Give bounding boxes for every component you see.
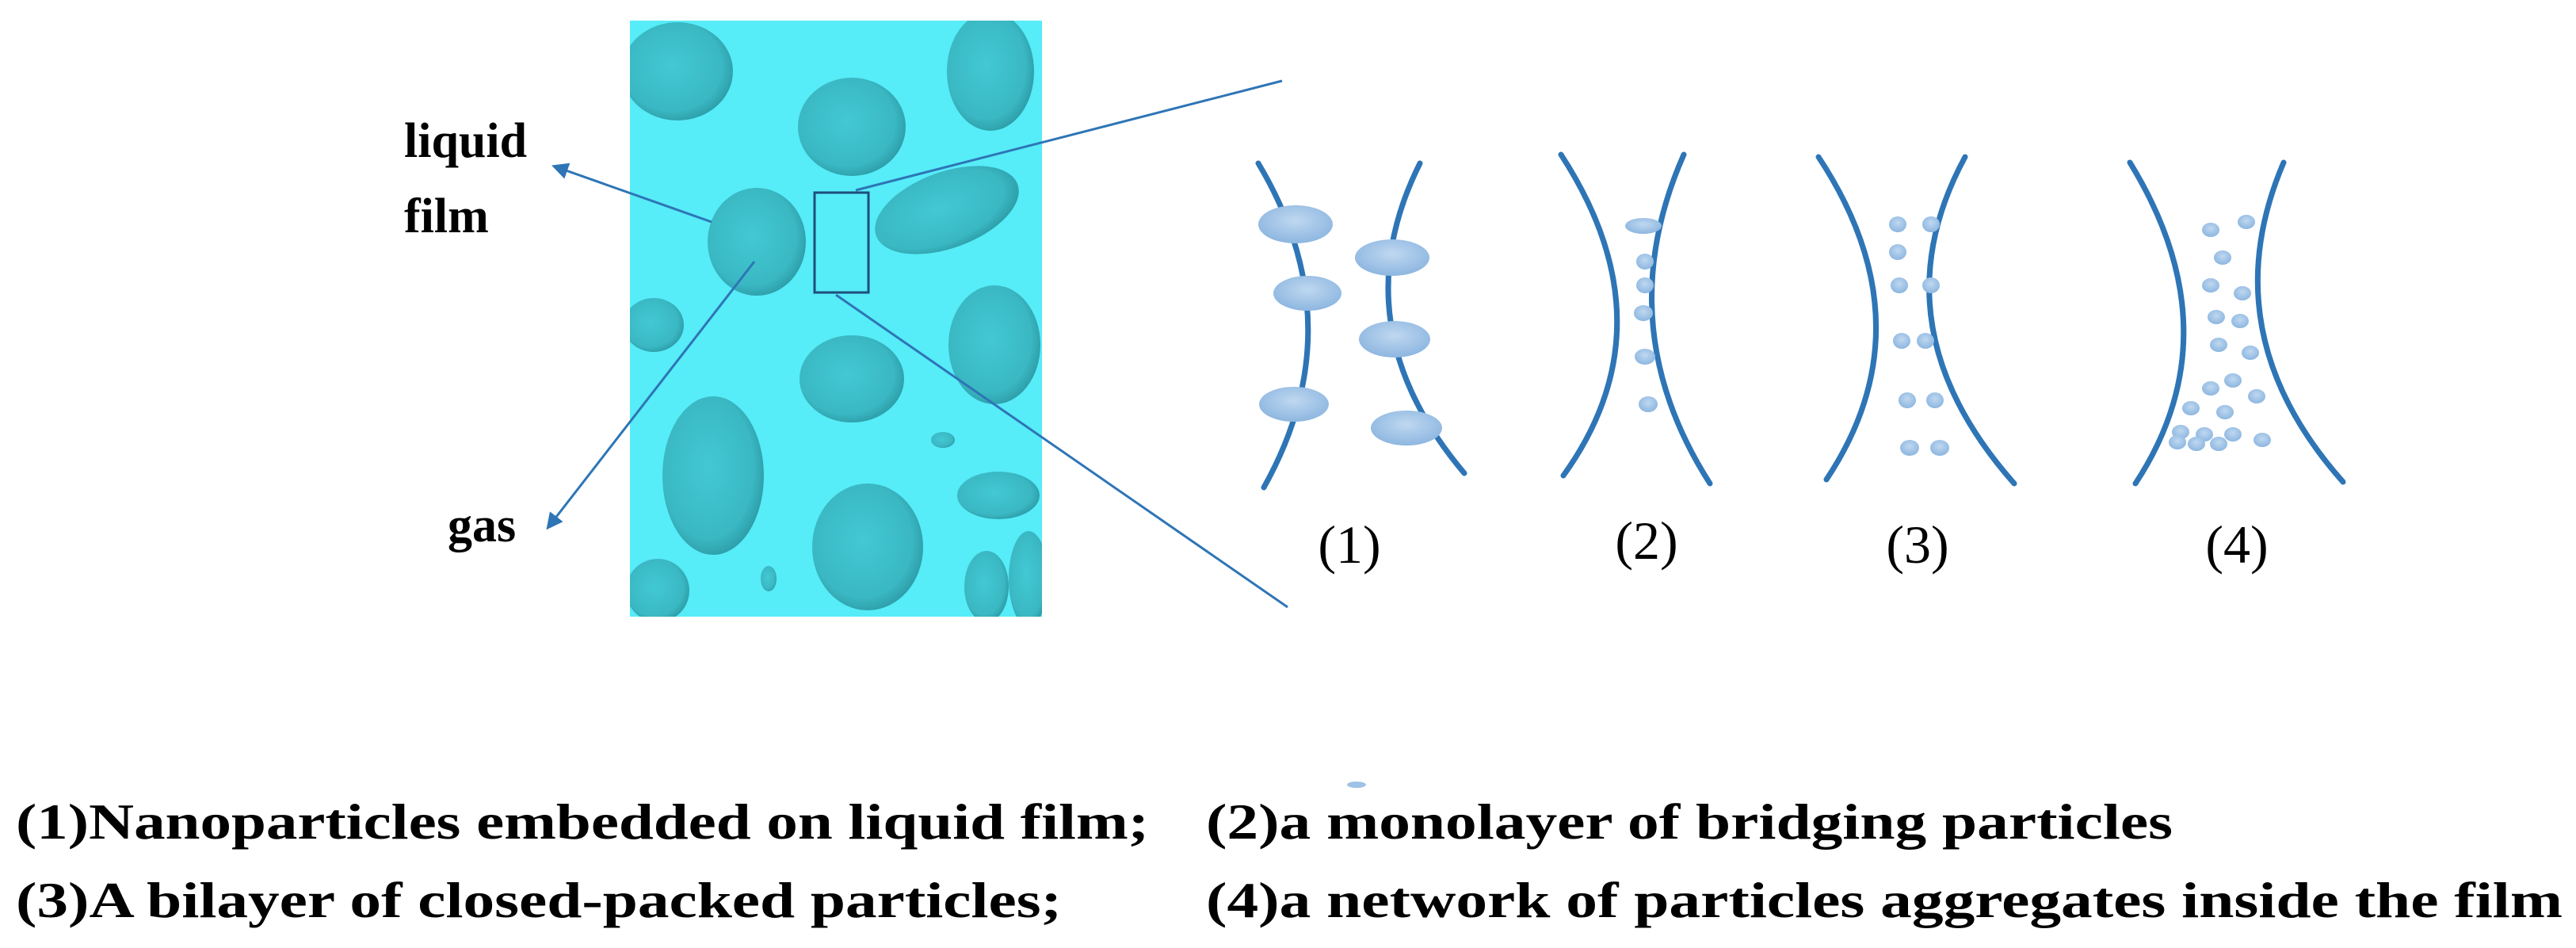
particle bbox=[1635, 349, 1655, 365]
particle bbox=[2208, 310, 2225, 324]
gas-bubbles bbox=[630, 21, 1042, 617]
particle bbox=[1893, 333, 1910, 349]
nanoparticle bbox=[1259, 387, 1329, 422]
particle bbox=[1922, 216, 1940, 232]
particle bbox=[2202, 381, 2219, 396]
particle bbox=[2234, 286, 2251, 300]
particle bbox=[1917, 333, 1934, 349]
particle bbox=[1639, 396, 1658, 412]
particle bbox=[2210, 437, 2227, 451]
liquid-film-label-line2: film bbox=[404, 189, 489, 243]
film-wall-right bbox=[1926, 154, 2017, 487]
nanoparticle bbox=[1273, 276, 1341, 311]
film-wall-right bbox=[1649, 151, 1713, 487]
gas-label: gas bbox=[448, 499, 516, 552]
particle bbox=[2210, 338, 2227, 352]
nanoparticle bbox=[1355, 239, 1429, 276]
panel-1: (1) bbox=[1255, 160, 1467, 575]
particle bbox=[1636, 254, 1654, 269]
film-wall-left bbox=[1558, 151, 1620, 479]
particle bbox=[1926, 392, 1944, 408]
caption-item-4: (4)a network of particles aggregates ins… bbox=[1206, 872, 2563, 928]
nanoparticle bbox=[1258, 205, 1333, 243]
zoom-box bbox=[813, 191, 870, 294]
particle bbox=[2188, 437, 2205, 451]
particle bbox=[2242, 346, 2259, 360]
particle bbox=[1634, 305, 1653, 321]
particle bbox=[2248, 389, 2265, 403]
film-wall-left bbox=[2127, 159, 2187, 487]
nanoparticle bbox=[1371, 411, 1442, 445]
particle bbox=[2202, 278, 2219, 292]
caption-item-3: (3)A bilayer of closed-packed particles; bbox=[16, 872, 1062, 928]
liquid-film-label-line1: liquid bbox=[404, 114, 527, 168]
nanoparticle bbox=[1359, 321, 1430, 357]
panel-label: (4) bbox=[2205, 514, 2268, 575]
particle bbox=[2214, 250, 2231, 265]
particle bbox=[1636, 277, 1654, 293]
caption-item-1: (1)Nanoparticles embedded on liquid film… bbox=[16, 793, 1149, 850]
particle bbox=[2224, 373, 2242, 388]
stray-mark bbox=[1347, 782, 1366, 788]
particle bbox=[1891, 277, 1908, 293]
particle bbox=[1889, 244, 1906, 260]
panel-2: (2) bbox=[1558, 151, 1713, 571]
panel-label: (2) bbox=[1615, 510, 1677, 571]
film-wall-right bbox=[2254, 159, 2346, 485]
liquid-film-arrow bbox=[551, 162, 712, 224]
particle bbox=[1930, 440, 1949, 456]
particle bbox=[2182, 401, 2200, 415]
caption: (1)Nanoparticles embedded on liquid film… bbox=[16, 793, 2563, 928]
panel-label: (1) bbox=[1318, 514, 1380, 575]
particle bbox=[2169, 435, 2186, 449]
particle bbox=[2216, 405, 2234, 419]
panel-4: (4) bbox=[2127, 159, 2346, 575]
particle bbox=[1625, 218, 1662, 234]
particle bbox=[2231, 314, 2249, 328]
gas-arrow bbox=[546, 261, 756, 530]
zoom-line-bottom bbox=[835, 293, 1288, 609]
particle bbox=[1900, 440, 1919, 456]
particle bbox=[2254, 433, 2271, 447]
film-wall-left bbox=[1815, 154, 1879, 483]
particle bbox=[1899, 392, 1916, 408]
particle bbox=[1889, 216, 1906, 232]
panel-label: (3) bbox=[1886, 514, 1948, 575]
particle bbox=[2202, 223, 2219, 237]
particle bbox=[2224, 427, 2242, 442]
particle bbox=[2238, 215, 2255, 229]
caption-item-2: (2)a monolayer of bridging particles bbox=[1206, 793, 2173, 850]
zoom-line-top bbox=[855, 79, 1283, 192]
foam-image bbox=[630, 21, 1042, 617]
panel-3: (3) bbox=[1815, 154, 2017, 575]
particle bbox=[1922, 277, 1940, 293]
